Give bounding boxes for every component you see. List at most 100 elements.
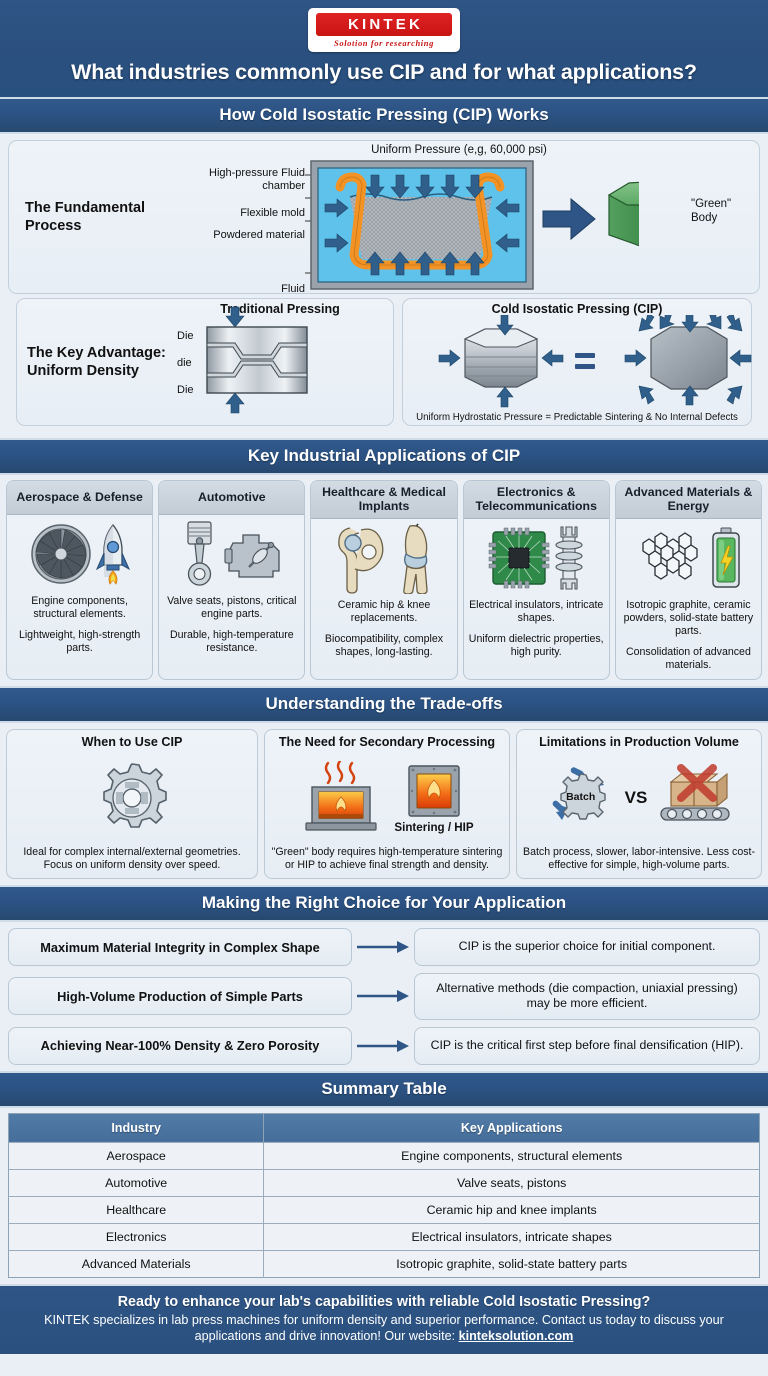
app-card-electronics[interactable]: Electronics & Telecommunications [462, 480, 610, 680]
table-row: Automotive Valve seats, pistons [8, 1168, 760, 1197]
page-title: What industries commonly use CIP and for… [71, 60, 697, 84]
kintek-logo: KINTEK Solotion for researching [308, 8, 460, 52]
uniform-pressure-caption: Uniform Pressure (e,g, 60,000 psi) [371, 144, 547, 156]
fundamental-process-panel: The Fundamental Process Uniform Pressure… [8, 140, 760, 295]
table-cell-applications: Isotropic graphite, solid-state battery … [263, 1249, 760, 1278]
callout-fluid-chamber: High-pressure Fluid chamber [209, 167, 305, 192]
trade-card-title: Limitations in Production Volume [539, 735, 739, 749]
app-card-icons [7, 515, 152, 593]
table-row: Healthcare Ceramic hip and knee implants [8, 1195, 760, 1224]
cip-pressing-panel: Cold Isostatic Pressing (CIP) [402, 298, 752, 426]
die-label-top: Die [177, 330, 194, 342]
cip-vessel-diagram: Uniform Pressure (e,g, 60,000 psi) High-… [169, 143, 749, 295]
app-card-line2: Durable, high-temperature resistance. [169, 628, 294, 654]
footer-body: KINTEK specializes in lab press machines… [14, 1312, 754, 1345]
section-header-applications: Key Industrial Applications of CIP [0, 438, 768, 475]
table-cell-industry: Advanced Materials [8, 1249, 265, 1278]
logo-wordmark: KINTEK [347, 15, 424, 33]
footer-body-text: KINTEK specializes in lab press machines… [44, 1312, 724, 1344]
trade-card-icons: Batch VS [545, 751, 734, 846]
decision-condition: Achieving Near-100% Density & Zero Poros… [8, 1026, 352, 1065]
section-header-summary-table: Summary Table [0, 1070, 768, 1108]
table-cell-applications: Engine components, structural elements [263, 1141, 760, 1170]
table-cell-applications: Valve seats, pistons [263, 1168, 760, 1197]
arrow-right-icon [357, 1039, 409, 1052]
circuit-chip-icon [488, 528, 550, 589]
summary-table: Industry Key Applications Aerospace Engi… [8, 1112, 760, 1278]
app-card-automotive[interactable]: Automotive Valve seats, [158, 480, 306, 680]
die-label-bottom: Die [177, 384, 194, 396]
app-card-title: Advanced Materials & Energy [615, 481, 762, 520]
callout-fluid: Fluid [281, 283, 305, 295]
app-card-icons [311, 519, 456, 597]
decision-result: CIP is the superior choice for initial c… [414, 928, 760, 966]
hip-implant-icon [338, 527, 384, 594]
decision-result: CIP is the critical first step before fi… [414, 1026, 760, 1065]
table-row: Aerospace Engine components, structural … [8, 1141, 760, 1170]
insulator-icon [555, 526, 583, 590]
conveyor-high-volume-icon [660, 764, 730, 821]
sintering-hip-icon [408, 765, 460, 817]
summary-table-wrap: Industry Key Applications Aerospace Engi… [0, 1108, 768, 1284]
decision-arrow [352, 1038, 414, 1054]
batch-cycle-icon [552, 767, 606, 821]
cip-pressing-title: Cold Isostatic Pressing (CIP) [491, 302, 663, 316]
cip-compare-svg [438, 315, 752, 408]
sintering-hip-label: Sintering / HIP [394, 820, 474, 834]
green-body-label: "Green" Body [691, 198, 732, 224]
table-row: Advanced Materials Isotropic graphite, s… [8, 1249, 760, 1278]
key-advantage-label: The Key Advantage: Uniform Density [27, 344, 166, 379]
logo-tagline: Solotion for researching [334, 37, 434, 48]
die-diagram-svg [206, 306, 308, 414]
rocket-icon [95, 523, 130, 585]
traditional-pressing-title: Traditional Pressing [220, 302, 340, 316]
graphene-lattice-icon [642, 532, 699, 581]
gear-icon [103, 763, 167, 829]
die-label-middle: die [177, 357, 192, 369]
callout-powdered-material: Powdered material [213, 229, 305, 241]
traditional-pressing-diagram: Traditional Pressing Die die Die [167, 299, 393, 425]
decision-condition: Maximum Material Integrity in Complex Sh… [8, 928, 352, 966]
trade-card-when-to-use[interactable]: When to Use CIP Ideal for complex intern… [6, 729, 258, 879]
app-card-title: Automotive [159, 481, 305, 515]
decision-row: Achieving Near-100% Density & Zero Poros… [8, 1026, 760, 1065]
table-cell-industry: Automotive [8, 1168, 265, 1197]
app-card-line1: Ceramic hip & knee replacements. [337, 599, 431, 625]
decision-arrow [352, 939, 414, 955]
trade-card-title: The Need for Secondary Processing [278, 735, 496, 749]
app-card-aerospace[interactable]: Aerospace & Defense [6, 480, 154, 680]
fundamental-process-label: The Fundamental Process [25, 199, 146, 234]
footer-cta: Ready to enhance your lab's capabilities… [0, 1283, 768, 1355]
piston-icon [187, 521, 212, 586]
furnace-icon [305, 761, 377, 831]
knee-implant-icon [403, 523, 428, 595]
app-card-advanced-materials[interactable]: Advanced Materials & Energy [614, 480, 763, 680]
callout-flexible-mold: Flexible mold [240, 207, 305, 219]
key-advantage-row: The Key Advantage: Uniform Density Tradi… [8, 294, 760, 432]
table-cell-applications: Ceramic hip and knee implants [263, 1195, 760, 1224]
app-card-title: Aerospace & Defense [7, 481, 153, 515]
app-card-line1: Valve seats, pistons, critical engine pa… [167, 595, 297, 620]
app-card-healthcare[interactable]: Healthcare & Medical Implants Ceramic hi… [310, 480, 458, 680]
app-card-line2: Lightweight, high-strength parts. [18, 628, 141, 654]
app-card-line1: Isotropic graphite, ceramic powders, sol… [623, 599, 754, 638]
app-card-icons [159, 515, 304, 593]
table-cell-industry: Electronics [8, 1222, 265, 1251]
footer-website-link[interactable]: kinteksolution.com [458, 1329, 574, 1344]
trade-card-icons: Sintering / HIP [300, 751, 474, 846]
trade-card-production-volume[interactable]: Limitations in Production Volume Batch V… [516, 729, 762, 879]
trade-card-title: When to Use CIP [81, 735, 183, 749]
table-cell-industry: Healthcare [8, 1195, 265, 1224]
batch-label: Batch [566, 791, 596, 804]
cip-vessel-svg [305, 160, 639, 290]
app-card-icons [464, 519, 609, 597]
decision-result: Alternative methods (die compaction, uni… [414, 973, 760, 1020]
trade-card-text: Batch process, slower, labor-intensive. … [523, 845, 755, 871]
table-row: Electronics Electrical insulators, intri… [8, 1222, 760, 1251]
footer-headline: Ready to enhance your lab's capabilities… [117, 1293, 651, 1310]
trade-card-secondary-processing[interactable]: The Need for Secondary Processing [264, 729, 510, 879]
table-col-applications: Key Applications [263, 1113, 760, 1143]
app-card-line2: Uniform dielectric properties, high puri… [468, 633, 604, 659]
app-card-line1: Electrical insulators, intricate shapes. [469, 599, 604, 625]
